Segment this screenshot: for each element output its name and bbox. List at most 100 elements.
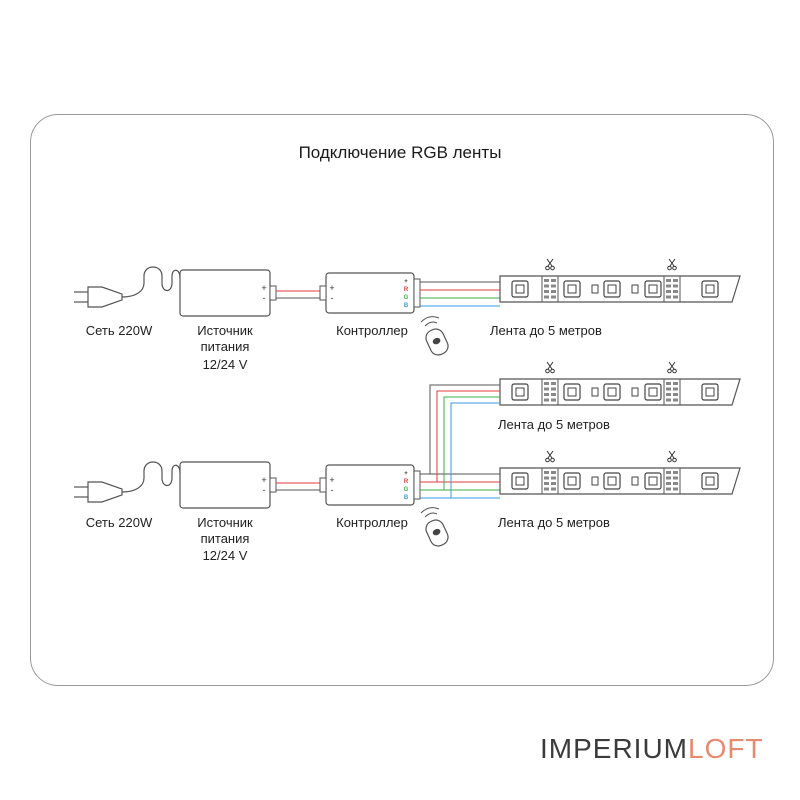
brand-part1: IMPERIUM [540, 733, 688, 764]
scissors-icon [545, 457, 550, 463]
solder-pad [673, 279, 678, 282]
scissors-blade [668, 450, 675, 459]
resistor [591, 284, 599, 294]
resistor [591, 476, 599, 486]
psu-voltage-label: 12/24 V [202, 357, 248, 372]
controller-box [325, 464, 415, 506]
power-supply-box [179, 461, 271, 509]
controller-box [325, 272, 415, 314]
controller-output-block [413, 278, 421, 308]
controller-v-terminal: + [404, 471, 408, 477]
solder-pad [673, 482, 678, 485]
led-chip-core [515, 284, 525, 294]
power-cord [121, 461, 181, 493]
led-chip-core [607, 387, 617, 397]
solder-pad [551, 487, 556, 491]
led-chip-core [648, 476, 658, 486]
diagram-title: Подключение RGB ленты [298, 143, 502, 162]
scissors-icon [667, 368, 672, 374]
solder-pad [673, 487, 678, 491]
brand-part2: LOFT [688, 733, 764, 764]
brand-logo: IMPERIUMLOFT [540, 733, 764, 765]
psu-label-line2: питания [200, 531, 250, 546]
scissors-blade [668, 361, 675, 370]
psu-terminal-block [269, 477, 277, 493]
solder-pad [666, 284, 671, 288]
solder-pad [551, 279, 556, 282]
scissors-blade [546, 361, 553, 370]
strip-label: Лента до 5 метров [490, 323, 602, 338]
signal-wave [420, 507, 440, 514]
solder-pad [551, 398, 556, 402]
psu-plus-terminal: + [261, 283, 266, 293]
scissors-blade [669, 258, 676, 267]
plug-icon [87, 481, 123, 503]
solder-pad [673, 393, 678, 396]
mains-label: Сеть 220W [85, 323, 153, 338]
resistor [591, 387, 599, 397]
psu-voltage-label: 12/24 V [202, 548, 248, 563]
remote-button [432, 528, 441, 536]
controller-b-terminal: B [404, 303, 409, 309]
scissors-icon [672, 265, 677, 271]
solder-pad [673, 476, 678, 480]
solder-pad [666, 279, 671, 282]
led-chip-core [705, 284, 715, 294]
solder-pad [544, 382, 549, 385]
solder-pad [544, 398, 549, 402]
scissors-icon [672, 368, 677, 374]
scissors-blade [669, 361, 676, 370]
controller-r-terminal: R [404, 287, 409, 293]
strip-upper-label: Лента до 5 метров [498, 417, 610, 432]
led-chip-core [648, 284, 658, 294]
scissors-icon [550, 457, 555, 463]
led-chip-core [705, 476, 715, 486]
scissors-blade [547, 361, 554, 370]
wire-branch [450, 402, 500, 498]
solder-pad [544, 284, 549, 288]
solder-pad [666, 290, 671, 293]
scissors-icon [667, 457, 672, 463]
scissors-icon [672, 457, 677, 463]
solder-pad [544, 279, 549, 282]
solder-pad [666, 482, 671, 485]
led-chip-core [567, 476, 577, 486]
controller-b-terminal: B [404, 495, 409, 501]
solder-pad [673, 387, 678, 391]
solder-pad [551, 393, 556, 396]
scissors-icon [667, 265, 672, 271]
scissors-blade [547, 258, 554, 267]
signal-wave [420, 316, 440, 323]
solder-pad [544, 471, 549, 474]
solder-pad [666, 471, 671, 474]
wire-branch [429, 384, 500, 474]
solder-pad [551, 482, 556, 485]
scissors-blade [546, 450, 553, 459]
resistor [631, 284, 639, 294]
solder-pad [666, 387, 671, 391]
led-chip-core [515, 387, 525, 397]
solder-pad [544, 482, 549, 485]
solder-pad [673, 471, 678, 474]
solder-pad [673, 290, 678, 293]
solder-pad [544, 290, 549, 293]
scissors-blade [668, 258, 675, 267]
solder-pad [666, 476, 671, 480]
strip-lower-label: Лента до 5 метров [498, 515, 610, 530]
resistor [631, 476, 639, 486]
led-chip-core [705, 387, 715, 397]
controller-input-block [319, 477, 327, 493]
solder-pad [551, 476, 556, 480]
led-chip-core [607, 476, 617, 486]
scissors-icon [550, 368, 555, 374]
power-supply-box [179, 269, 271, 317]
scissors-blade [546, 258, 553, 267]
scissors-blade [547, 450, 554, 459]
resistor [631, 387, 639, 397]
signal-wave [424, 321, 438, 327]
solder-pad [544, 393, 549, 396]
controller-label: Контроллер [336, 323, 408, 338]
solder-pad [544, 295, 549, 299]
solder-pad [673, 284, 678, 288]
